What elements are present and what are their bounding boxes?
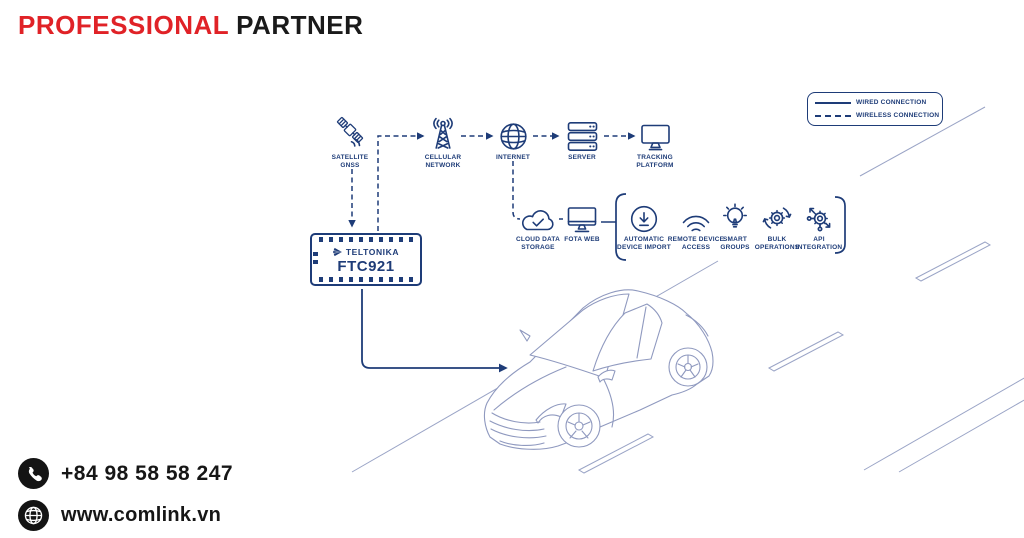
website-row: www.comlink.vn	[18, 500, 233, 531]
bracket-left	[615, 193, 627, 261]
node-smart-groups: SMART GROUPS	[698, 200, 772, 253]
car-illustration	[483, 289, 714, 450]
gear-api-icon	[803, 200, 835, 233]
node-remote-device-access: REMOTE DEVICE ACCESS	[659, 200, 733, 253]
download-circle-icon	[630, 200, 658, 233]
node-label: SMART GROUPS	[720, 236, 750, 252]
ftc921-device: TELTONIKA FTC921	[310, 233, 422, 286]
node-label: SERVER	[568, 154, 596, 161]
dashed-line-swatch	[815, 114, 851, 117]
node-server: SERVER	[537, 113, 627, 162]
solid-line-swatch	[815, 101, 851, 104]
node-cellular-network: CELLULAR NETWORK	[398, 113, 488, 171]
node-fota-web: FOTA WEB	[542, 200, 622, 244]
node-label: BULK OPERATIONS	[754, 236, 800, 252]
node-api-integration: API INTEGRATION	[782, 200, 856, 253]
legend-wired: WIRED CONNECTION	[815, 99, 935, 106]
link-device-cellular	[377, 132, 425, 231]
satellite-icon	[331, 113, 369, 151]
node-label: FOTA WEB	[564, 236, 600, 243]
link-device-car	[361, 289, 508, 373]
node-label: API INTEGRATION	[795, 236, 843, 252]
node-label: INTERNET	[495, 154, 531, 161]
node-satellite-gnss: SATELLITE GNSS	[305, 113, 395, 171]
node-label: SATELLITE GNSS	[331, 154, 369, 170]
website-globe-icon	[18, 500, 49, 531]
cloud-check-icon	[518, 200, 558, 233]
node-bulk-operations: BULK OPERATIONS	[740, 200, 814, 253]
legend: WIRED CONNECTION WIRELESS CONNECTION	[807, 92, 943, 126]
node-label: CLOUD DATA STORAGE	[515, 236, 560, 252]
wireless-icon	[680, 200, 712, 233]
lightbulb-icon	[722, 200, 748, 233]
link-internet-cloud	[512, 161, 521, 220]
chip-pins-top	[319, 237, 413, 242]
phone-icon	[18, 458, 49, 489]
cell-tower-icon	[428, 113, 458, 151]
chip-pin-left	[313, 260, 318, 264]
road-lines	[351, 106, 1024, 474]
device-model: FTC921	[337, 257, 395, 275]
teltonika-logo-icon	[333, 247, 342, 256]
node-tracking-platform: TRACKING PLATFORM	[610, 113, 700, 171]
phone-row: +84 98 58 58 247	[18, 458, 233, 489]
node-internet: INTERNET	[468, 113, 558, 162]
chip-pins-bottom	[319, 277, 413, 282]
brand-word-black: PARTNER	[236, 10, 364, 40]
node-label: REMOTE DEVICE ACCESS	[667, 236, 725, 252]
brand-word-red: PROFESSIONAL	[18, 10, 230, 40]
monitor-icon	[640, 113, 671, 151]
device-brand: TELTONIKA	[333, 247, 399, 257]
bracket-right	[834, 196, 846, 254]
website: www.comlink.vn	[61, 504, 222, 526]
chip-pin-left	[313, 252, 318, 256]
connection-lines	[348, 132, 846, 373]
globe-icon	[499, 113, 528, 151]
node-label: CELLULAR NETWORK	[424, 154, 462, 170]
node-automatic-device-import: AUTOMATIC DEVICE IMPORT	[607, 200, 681, 253]
node-label: AUTOMATIC DEVICE IMPORT	[617, 236, 671, 252]
gear-sync-icon	[762, 200, 792, 233]
monitor-icon	[567, 200, 597, 233]
contact-block: +84 98 58 58 247 www.comlink.vn	[18, 458, 233, 531]
node-cloud-data-storage: CLOUD DATA STORAGE	[498, 200, 578, 253]
legend-wireless: WIRELESS CONNECTION	[815, 112, 939, 119]
phone-number: +84 98 58 58 247	[61, 461, 234, 485]
node-label: TRACKING PLATFORM	[636, 154, 674, 170]
server-icon	[566, 113, 599, 152]
